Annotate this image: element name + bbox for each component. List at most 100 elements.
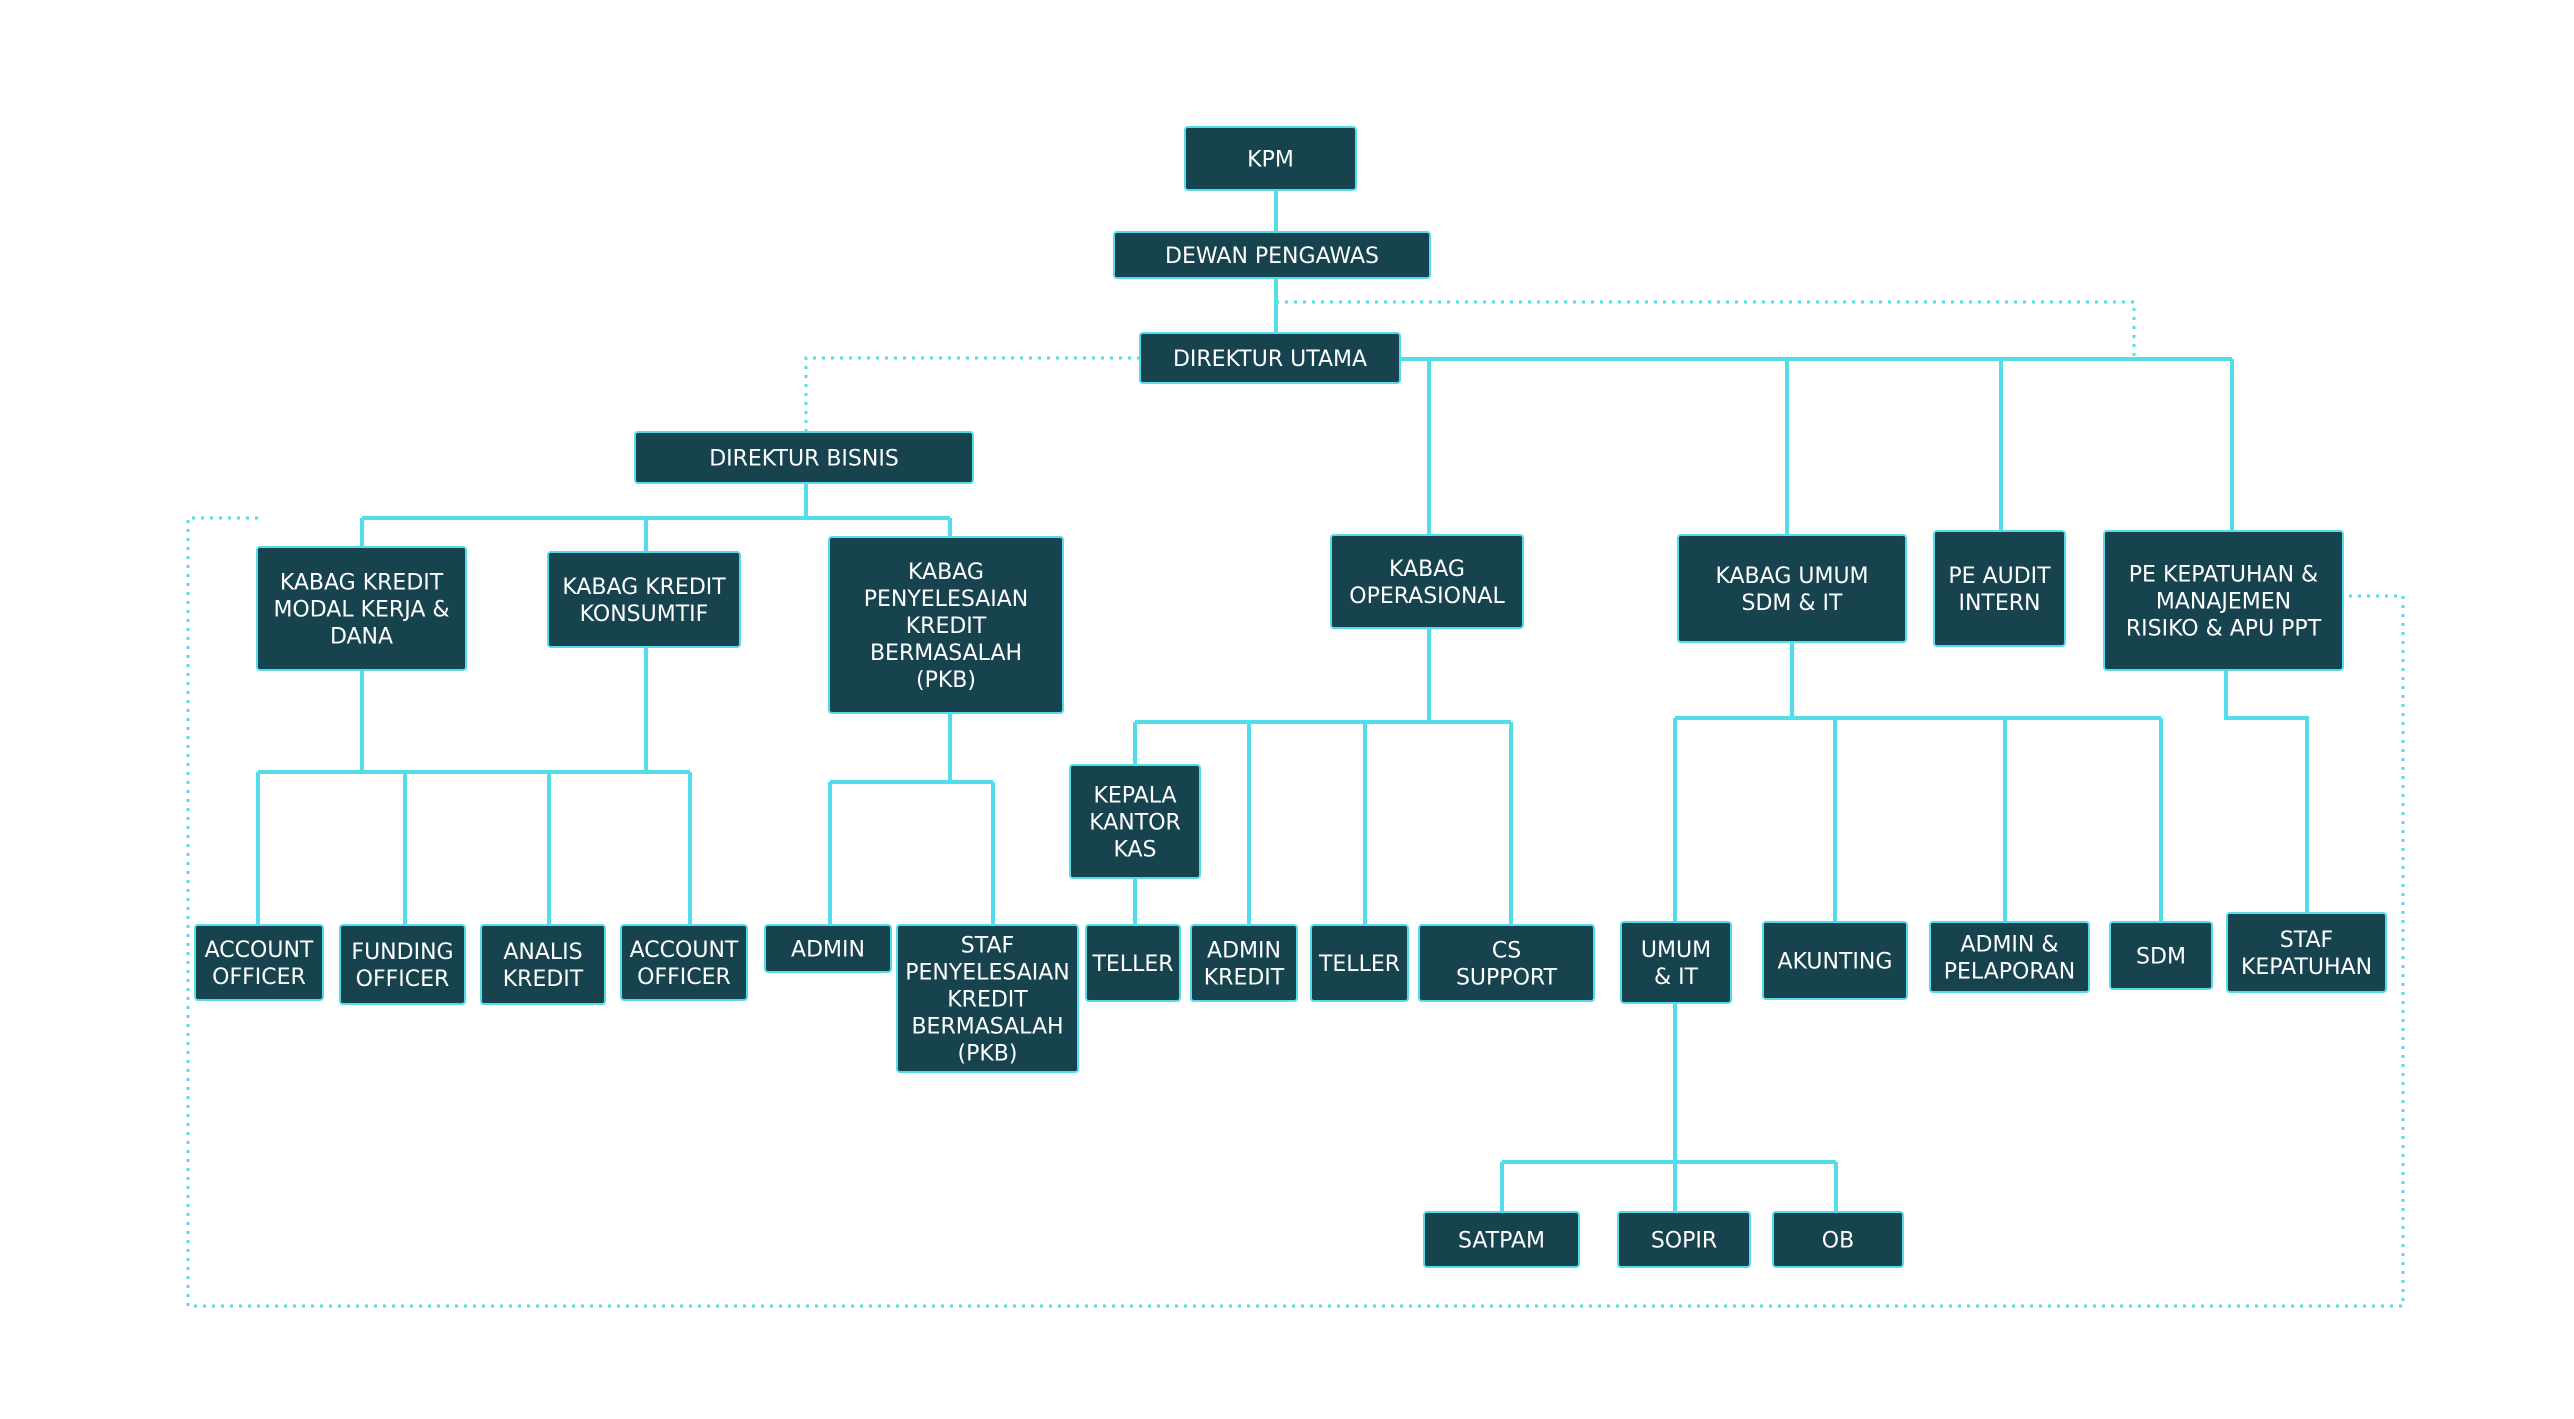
node-dewan-pengawas: DEWAN PENGAWAS (1113, 231, 1431, 279)
node-kpm: KPM (1184, 126, 1357, 191)
node-label-line: SUPPORT (1456, 966, 1558, 991)
node-label-line: KEPALA (1093, 784, 1176, 809)
node-admin-pkb: ADMIN (764, 924, 892, 973)
node-label-line: KABAG (1389, 557, 1465, 582)
node-label-line: KREDIT (1204, 966, 1285, 991)
node-teller-1: TELLER (1085, 924, 1181, 1002)
node-label-line: MODAL KERJA & (273, 598, 449, 623)
connector-kabag-pkb-staff (828, 713, 995, 925)
node-label-line: CS (1492, 939, 1521, 964)
node-label: AKUNTING (1778, 950, 1893, 975)
node-teller-2: TELLER (1310, 924, 1409, 1002)
connector-direktur-utama-units (1400, 357, 2234, 535)
connector-kabag-kredit-staff (256, 647, 692, 925)
node-label: TELLER (1318, 952, 1400, 977)
node-label-line: PE AUDIT (1948, 564, 2051, 589)
node-label-line: KPM (1247, 148, 1294, 173)
node-label-line: TELLER (1318, 952, 1400, 977)
node-label: TELLER (1091, 952, 1173, 977)
node-label: ADMIN &PELAPORAN (1944, 933, 2075, 985)
dotted-line-direktur-utama-bisnis (804, 356, 1140, 432)
node-label-line: STAF (2280, 928, 2333, 953)
node-label-line: ADMIN (1207, 939, 1281, 964)
node-label-line: UMUM (1641, 938, 1711, 963)
node-label-line: & IT (1654, 965, 1699, 990)
node-label: DEWAN PENGAWAS (1165, 244, 1379, 269)
node-akunting: AKUNTING (1762, 921, 1908, 1000)
connector-umum-it-support (1500, 1003, 1838, 1212)
node-label-line: PENYELESAIAN (905, 961, 1070, 986)
node-label-line: KANTOR (1089, 811, 1181, 836)
node-sdm: SDM (2109, 921, 2213, 990)
org-nodes: KPM DEWAN PENGAWAS DIREKTUR UTAMA DIREKT… (194, 126, 2387, 1268)
node-label-line: AKUNTING (1778, 950, 1893, 975)
node-label-line: STAF (961, 934, 1014, 959)
node-label-line: PE KEPATUHAN & (2129, 563, 2318, 588)
node-label-line: KEPATUHAN (2241, 955, 2372, 980)
connector-kabag-operasional-staff (1133, 628, 1513, 925)
node-direktur-utama: DIREKTUR UTAMA (1139, 332, 1401, 384)
node-label-line: TELLER (1091, 952, 1173, 977)
node-label-line: KONSUMTIF (580, 602, 709, 627)
connector-direktur-bisnis-kabags (360, 483, 952, 552)
node-label-line: SATPAM (1458, 1229, 1545, 1254)
node-label-line: OFFICER (637, 965, 731, 990)
node-label: DIREKTUR UTAMA (1173, 347, 1367, 372)
node-label-line: ADMIN (791, 938, 865, 963)
node-label: DIREKTUR BISNIS (709, 447, 899, 472)
node-label-line: FUNDING (351, 940, 453, 965)
node-label-line: INTERN (1958, 591, 2040, 616)
node-label-line: SDM & IT (1742, 591, 1844, 616)
node-label-line: KAS (1113, 838, 1156, 863)
node-label-line: PENYELESAIAN (864, 587, 1029, 612)
node-label-line: OFFICER (356, 967, 450, 992)
node-label-line: ADMIN & (1960, 933, 2058, 958)
node-label-line: BERMASALAH (911, 1015, 1063, 1040)
node-label-line: RISIKO & APU PPT (2126, 617, 2322, 642)
node-label-line: ACCOUNT (630, 938, 739, 963)
node-label-line: DEWAN PENGAWAS (1165, 244, 1379, 269)
node-label: SATPAM (1458, 1229, 1545, 1254)
dotted-line-dewan-pe (1276, 300, 2136, 357)
node-label: SDM (2136, 945, 2186, 970)
node-label-line: BERMASALAH (870, 641, 1022, 666)
node-label-line: OFFICER (212, 965, 306, 990)
node-label-line: KREDIT (503, 967, 584, 992)
connector-kabag-umum-staff (1673, 642, 2163, 922)
node-label: OB (1822, 1229, 1854, 1254)
node-umum-it: UMUM& IT (1620, 921, 1732, 1004)
node-label-line: OPERASIONAL (1349, 584, 1505, 609)
node-direktur-bisnis: DIREKTUR BISNIS (634, 431, 974, 484)
node-label-line: OB (1822, 1229, 1854, 1254)
node-ob: OB (1772, 1211, 1904, 1268)
node-label-line: DANA (330, 625, 393, 650)
node-label-line: ACCOUNT (205, 938, 314, 963)
node-satpam: SATPAM (1423, 1211, 1580, 1268)
